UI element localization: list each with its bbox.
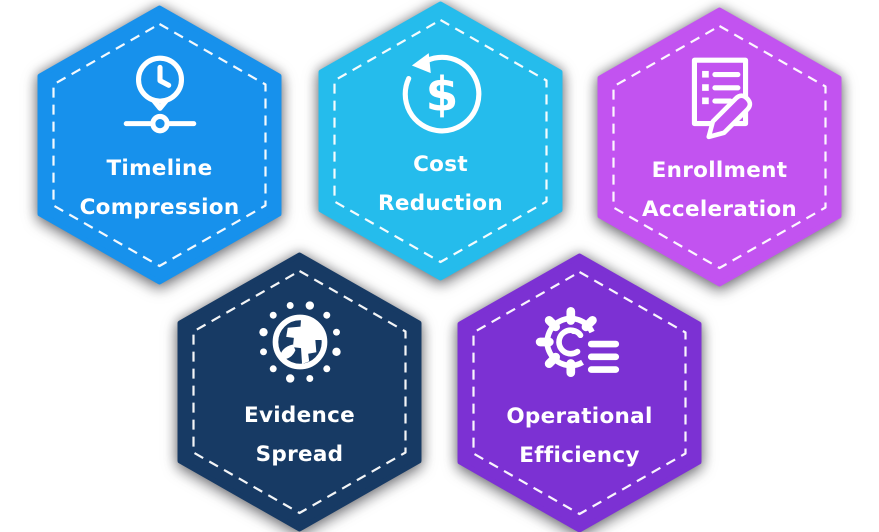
hexagon-timeline-compression: Timeline Compression xyxy=(37,5,282,285)
hexagon-label: Evidence Spread xyxy=(177,396,422,474)
hexagon-label: Cost Reduction xyxy=(318,145,563,223)
label-line-2: Efficiency xyxy=(519,443,640,468)
hexagon-enrollment-acceleration: Enrollment Acceleration xyxy=(597,7,842,287)
dollar-glyph: $ xyxy=(425,68,458,123)
hexagon-shape xyxy=(318,1,563,281)
globe-network-icon xyxy=(177,296,422,388)
label-line-2: Compression xyxy=(79,195,240,220)
label-line-1: Cost xyxy=(413,152,468,177)
hexagon-label: Timeline Compression xyxy=(37,149,282,227)
hexagon-shape xyxy=(177,252,422,532)
hexagon-operational-efficiency: Operational Efficiency xyxy=(457,253,702,532)
hexagon-label: Enrollment Acceleration xyxy=(597,151,842,229)
hexagon-shape xyxy=(457,253,702,532)
dollar-refresh-icon: $ xyxy=(318,45,563,137)
form-pencil-icon xyxy=(597,51,842,143)
hexagon-shape xyxy=(597,7,842,287)
label-line-1: Timeline xyxy=(106,156,213,181)
label-line-1: Enrollment xyxy=(651,158,788,183)
clock-pin-timeline-icon xyxy=(37,49,282,141)
hexagon-shape xyxy=(37,5,282,285)
label-line-1: Evidence xyxy=(243,403,356,428)
label-line-2: Reduction xyxy=(377,191,503,216)
gear-lines-icon xyxy=(457,297,702,389)
label-line-2: Spread xyxy=(255,442,344,467)
hexagon-cost-reduction: $ Cost Reduction xyxy=(318,1,563,281)
hexagon-label: Operational Efficiency xyxy=(457,397,702,475)
label-line-2: Acceleration xyxy=(641,197,798,222)
label-line-1: Operational xyxy=(506,404,653,429)
hexagon-evidence-spread: Evidence Spread xyxy=(177,252,422,532)
